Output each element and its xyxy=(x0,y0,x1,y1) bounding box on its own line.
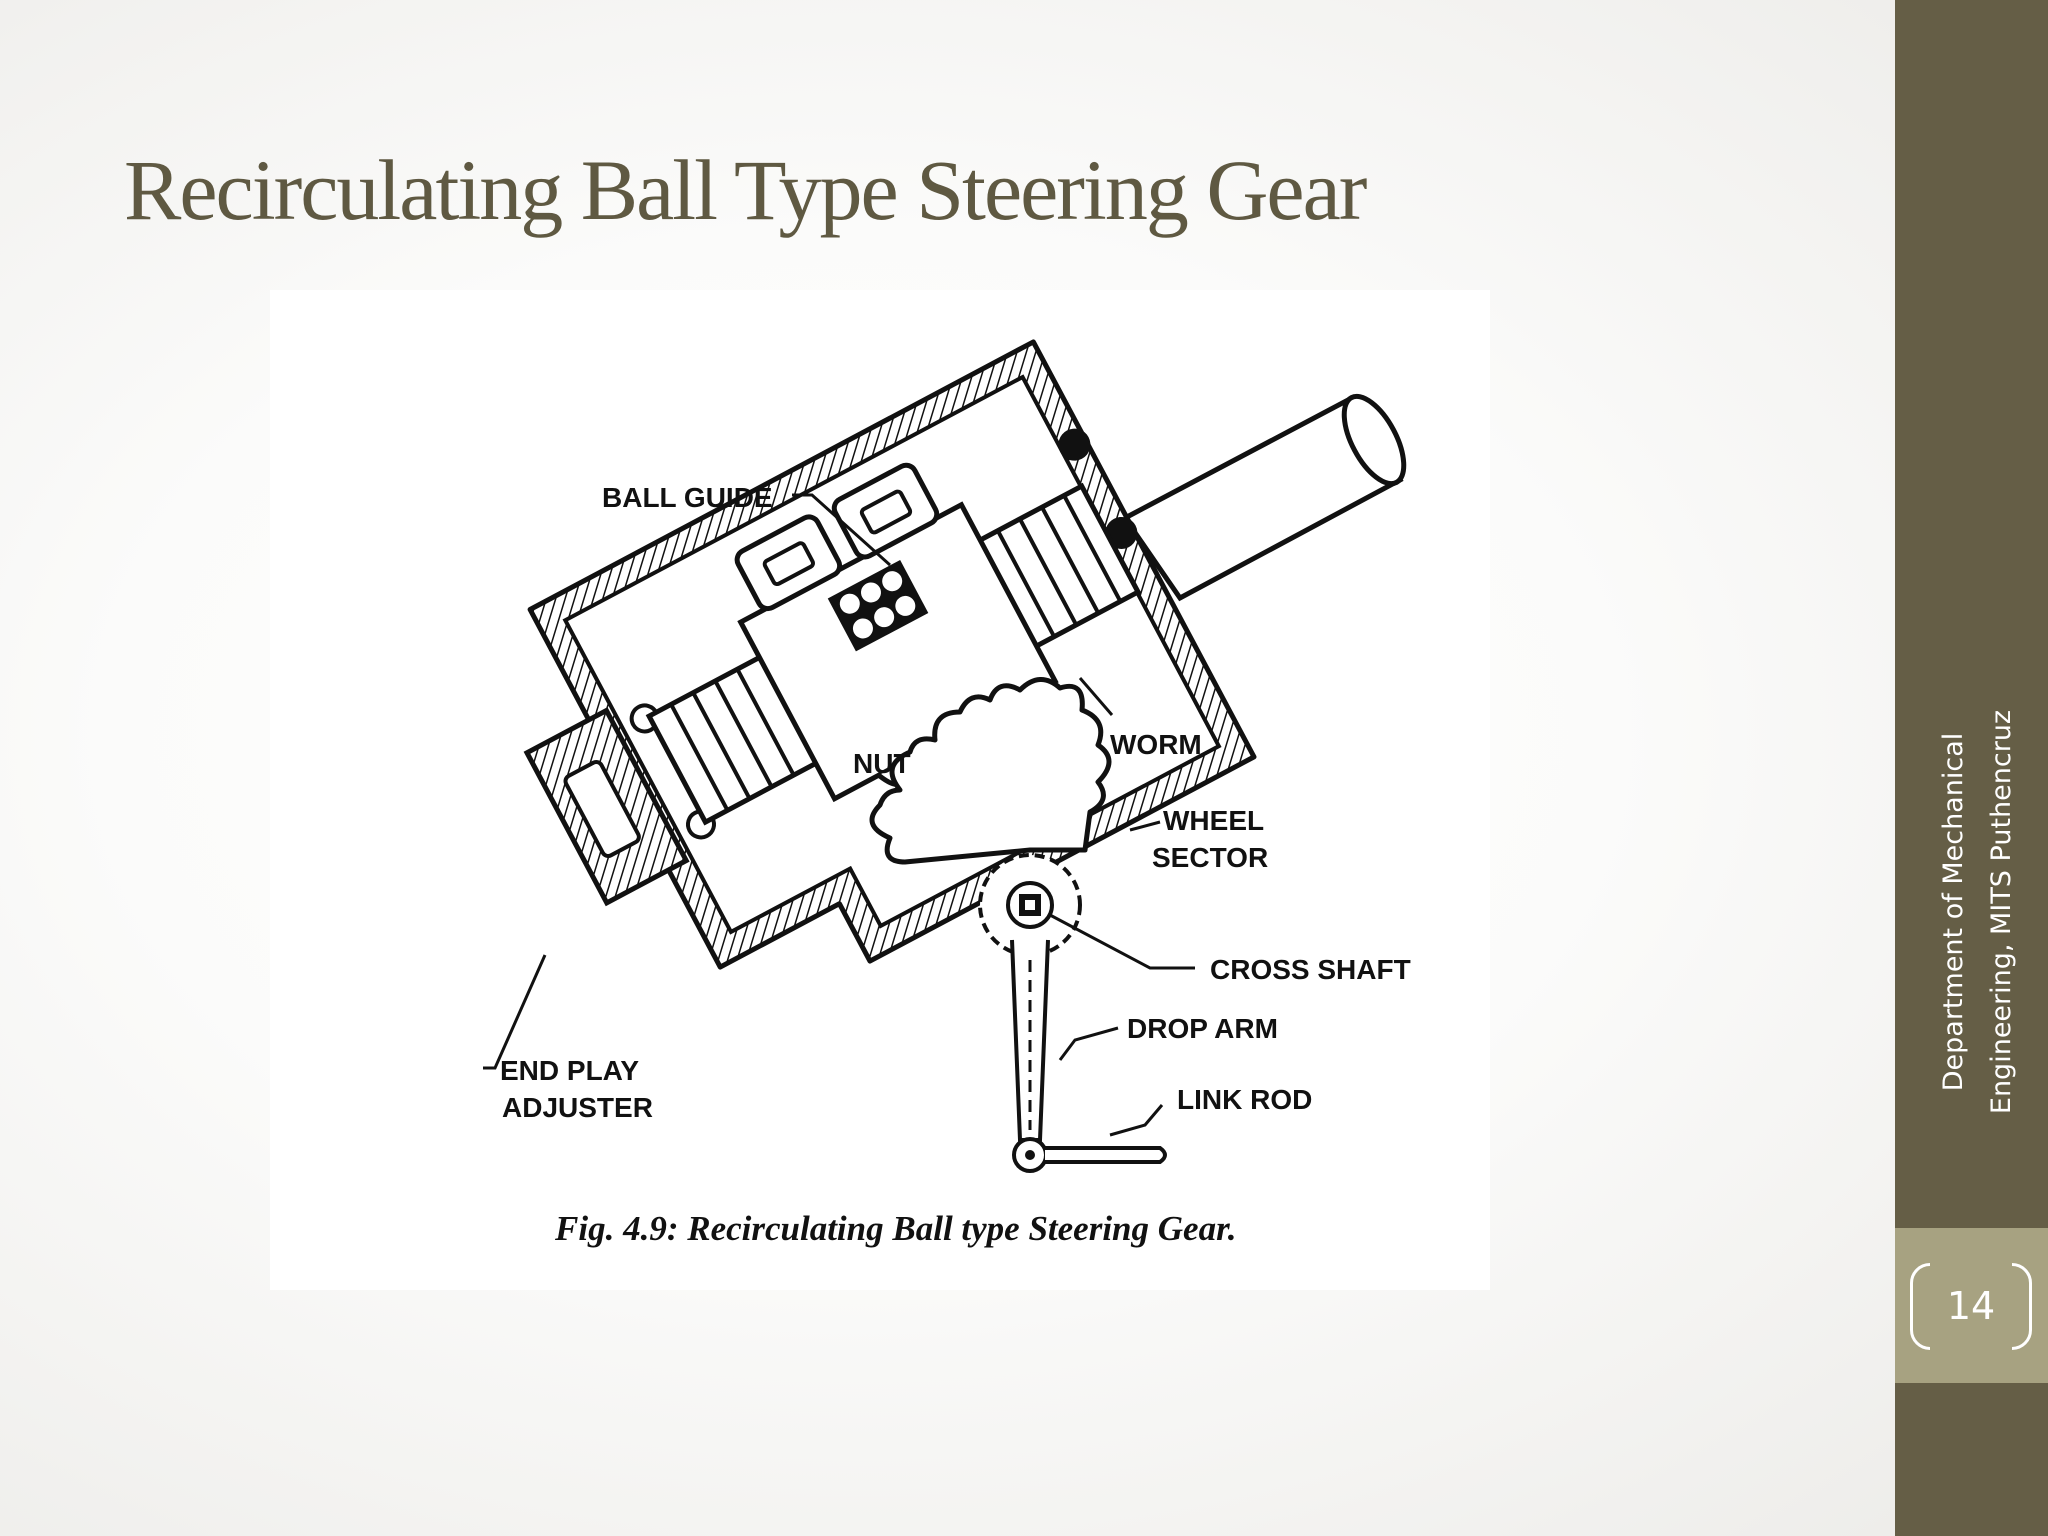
footer-line-2: Engineering, MITS Puthencruz xyxy=(1986,709,2017,1115)
steering-shaft xyxy=(1121,393,1407,602)
figure-caption: Fig. 4.9: Recirculating Ball type Steeri… xyxy=(554,1209,1237,1248)
wheel-sector xyxy=(869,677,1112,957)
label-nut: NUT xyxy=(853,748,911,779)
label-worm: WORM xyxy=(1110,729,1202,760)
steering-gear-diagram: BALL GUIDE NUT WORM WHEEL SECTOR CROSS S… xyxy=(483,339,1411,1248)
slide-title: Recirculating Ball Type Steering Gear xyxy=(124,142,1367,238)
footer-department: Department of Mechanical Engineering, MI… xyxy=(1930,692,2026,1132)
leader-lines xyxy=(483,493,1195,1137)
label-end-play: END PLAY xyxy=(500,1055,639,1086)
label-ball-guide: BALL GUIDE xyxy=(602,482,773,513)
label-cross-shaft: CROSS SHAFT xyxy=(1210,954,1411,985)
label-wheel: WHEEL xyxy=(1163,805,1264,836)
label-adjuster: ADJUSTER xyxy=(502,1092,653,1123)
label-sector: SECTOR xyxy=(1152,842,1268,873)
page-number: 14 xyxy=(1946,1284,1996,1328)
label-link-rod: LINK ROD xyxy=(1177,1084,1312,1115)
diagram-image: BALL GUIDE NUT WORM WHEEL SECTOR CROSS S… xyxy=(270,290,1490,1290)
footer-line-1: Department of Mechanical xyxy=(1938,732,1969,1092)
gear-housing xyxy=(523,339,1257,970)
label-drop-arm: DROP ARM xyxy=(1127,1013,1278,1044)
drop-arm xyxy=(1010,939,1050,1173)
link-rod xyxy=(1045,1146,1167,1164)
